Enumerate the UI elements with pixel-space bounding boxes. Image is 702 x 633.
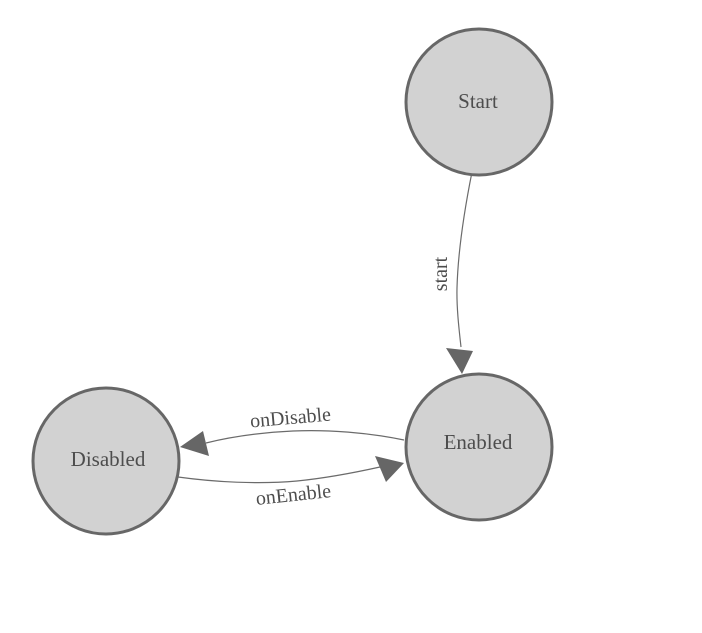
arrowhead-enabled-to-disabled — [180, 431, 209, 456]
edge-start-to-enabled: start — [430, 171, 473, 374]
edge-label-onenable: onEnable — [255, 480, 333, 510]
state-label-start: Start — [458, 89, 498, 113]
edge-enabled-to-disabled: onDisable — [180, 404, 405, 456]
arrowhead-start-to-enabled — [446, 348, 473, 374]
state-circle-disabled[interactable] — [31, 386, 181, 536]
node-start: Start — [404, 27, 554, 177]
node-enabled: Enabled — [404, 372, 554, 522]
state-circle-start[interactable] — [404, 27, 554, 177]
edge-label-start: start — [430, 256, 452, 291]
edge-line-enabled-to-disabled — [205, 430, 405, 444]
arrowhead-disabled-to-enabled — [375, 456, 404, 482]
state-label-enabled: Enabled — [444, 430, 513, 454]
node-disabled: Disabled — [31, 386, 181, 536]
state-circle-enabled[interactable] — [404, 372, 554, 522]
edge-disabled-to-enabled: onEnable — [177, 456, 404, 510]
edge-line-disabled-to-enabled — [177, 466, 381, 484]
state-label-disabled: Disabled — [71, 447, 146, 471]
edge-label-ondisable: onDisable — [249, 404, 332, 433]
edge-line-start-to-enabled — [456, 171, 473, 348]
